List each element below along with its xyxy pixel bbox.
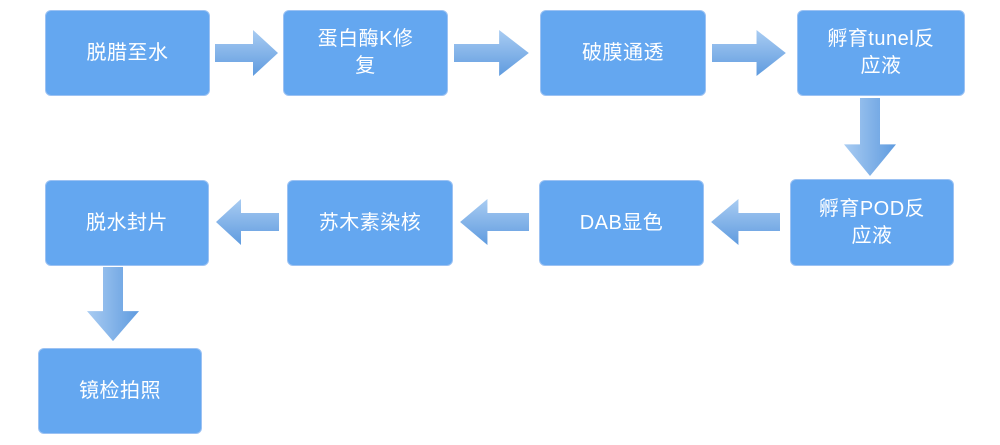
node-label: 蛋白酶K修复 (317, 28, 414, 77)
arrow-down-icon (87, 267, 139, 342)
arrow-right-icon (454, 30, 529, 76)
node-microscopy-photograph: 镜检拍照 (38, 348, 202, 434)
arrow-down-icon (844, 98, 896, 177)
arrow-left-icon (711, 199, 780, 245)
arrow-right-icon (712, 30, 786, 76)
node-label: DAB显色 (579, 211, 664, 234)
node-label: 苏木素染核 (318, 211, 422, 234)
node-proteinase-k-repair: 蛋白酶K修复 (283, 10, 448, 96)
arrow-left-icon (460, 199, 529, 245)
node-hematoxylin-counterstain: 苏木素染核 (287, 180, 453, 266)
arrow-left-icon (216, 199, 279, 245)
node-label: 镜检拍照 (79, 379, 161, 402)
node-label: 破膜通透 (582, 41, 664, 64)
node-pod-incubation: 孵育POD反应液 (790, 179, 954, 266)
node-label: 脱腊至水 (86, 41, 169, 64)
node-dewaxing: 脱腊至水 (45, 10, 210, 96)
node-membrane-permeabilization: 破膜通透 (540, 10, 706, 96)
arrow-right-icon (215, 30, 278, 76)
node-dab-staining: DAB显色 (539, 180, 704, 266)
node-tunel-incubation: 孵育tunel反应液 (797, 10, 965, 96)
node-dehydrate-mount: 脱水封片 (45, 180, 209, 266)
node-label: 孵育POD反应液 (818, 197, 926, 247)
node-label: 脱水封片 (86, 211, 168, 234)
node-label: 孵育tunel反应液 (827, 28, 935, 77)
